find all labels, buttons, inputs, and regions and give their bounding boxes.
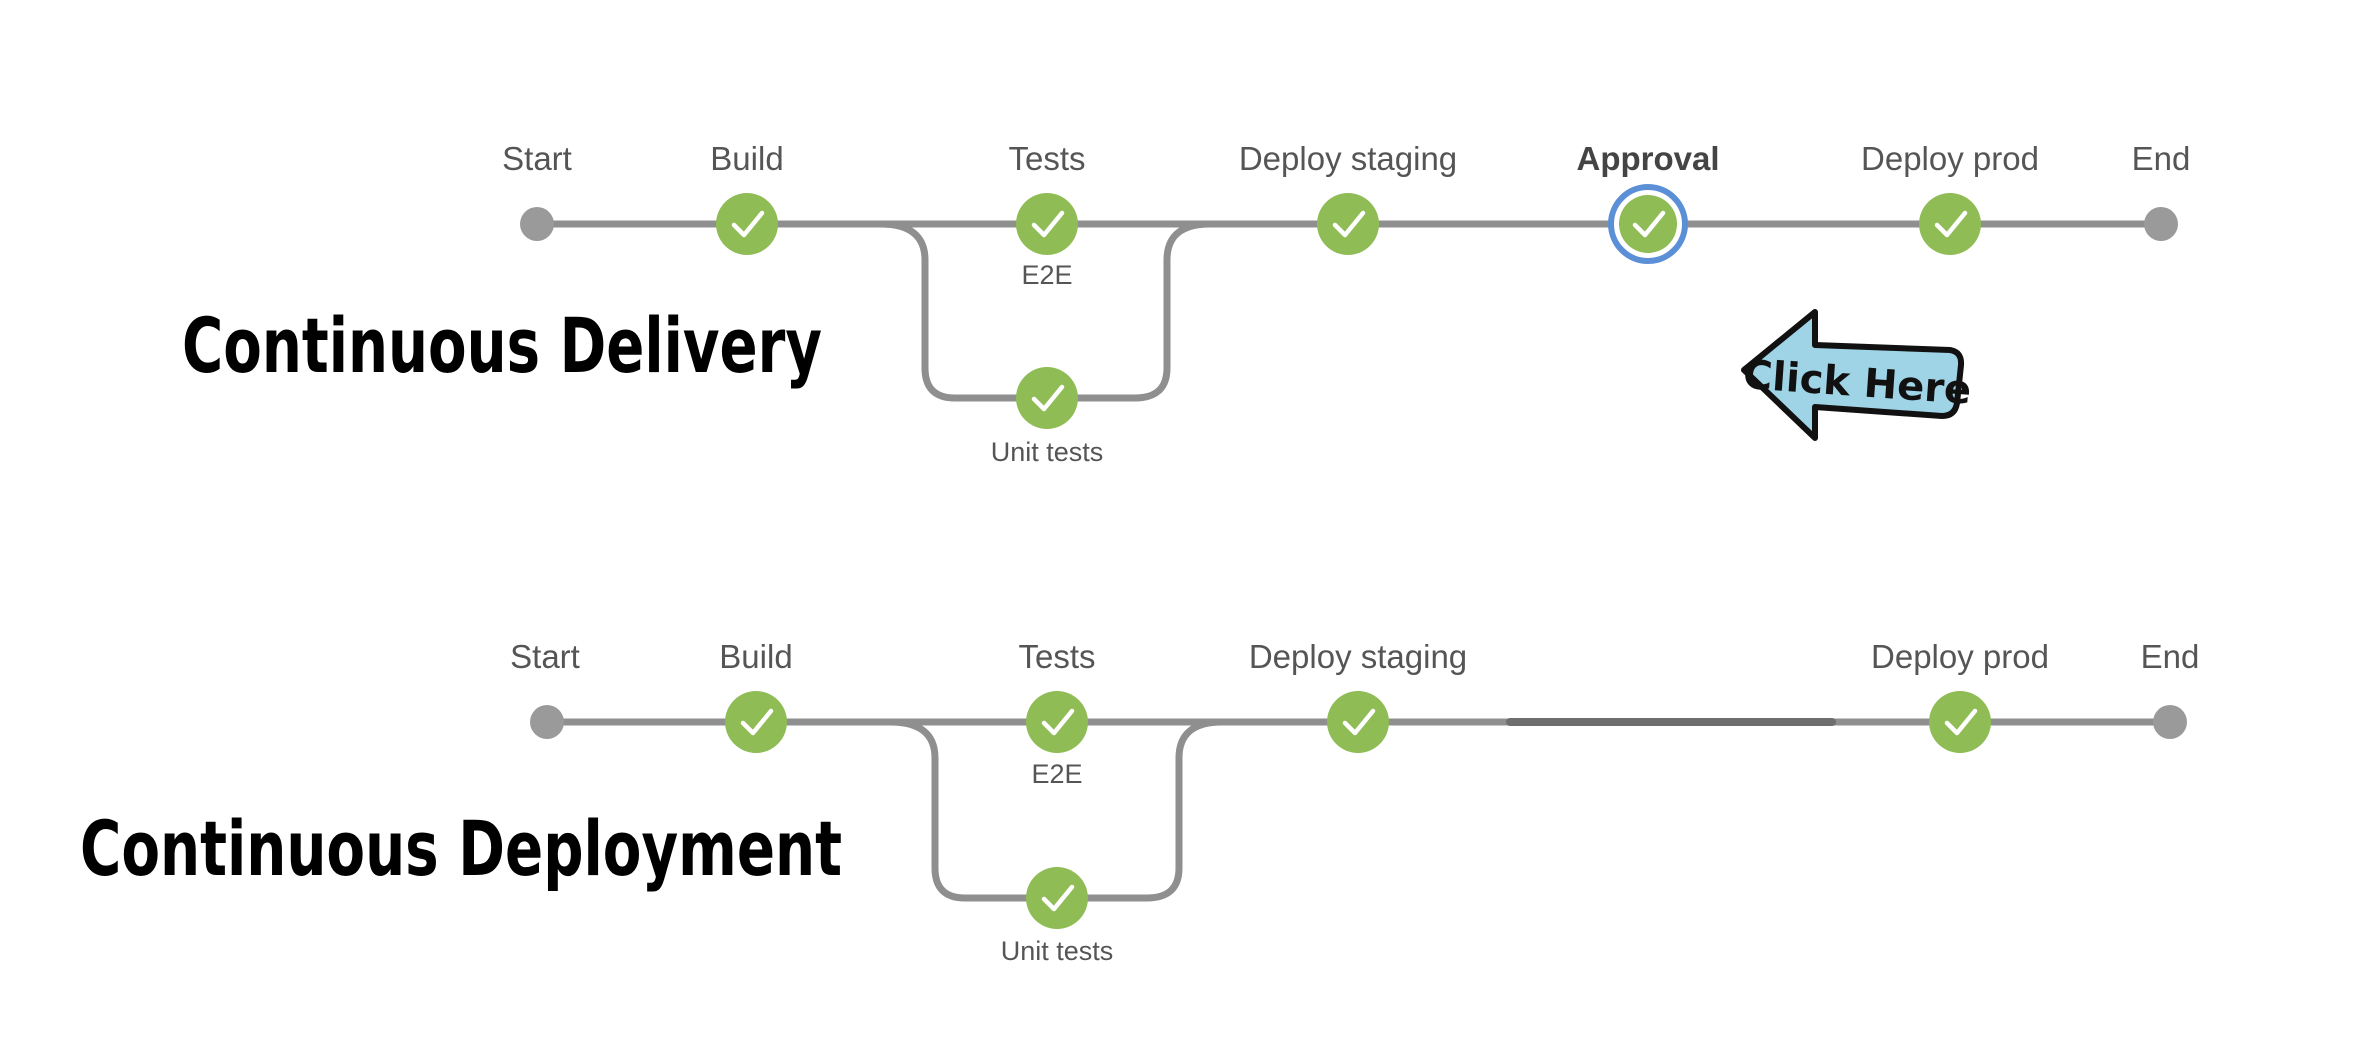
branch-label-e2e: E2E xyxy=(1031,759,1082,789)
stage-label-deploy-staging: Deploy staging xyxy=(1249,638,1467,675)
click-here-callout[interactable]: Click Here xyxy=(1741,309,1973,441)
pipeline-continuous-deployment: Start Build Tests Deploy staging Deploy … xyxy=(80,638,2199,966)
unit-tests-node[interactable] xyxy=(1026,867,1088,929)
approval-node[interactable] xyxy=(1608,184,1688,264)
stage-label-start: Start xyxy=(502,140,572,177)
e2e-node[interactable] xyxy=(1016,193,1078,255)
check-icon xyxy=(740,708,774,736)
branch-label-e2e: E2E xyxy=(1021,260,1072,290)
stage-label-tests: Tests xyxy=(1018,638,1095,675)
start-node xyxy=(530,705,564,739)
stage-label-start: Start xyxy=(510,638,580,675)
end-node xyxy=(2144,207,2178,241)
check-icon xyxy=(1944,708,1978,736)
pipeline-heading: Continuous Deployment xyxy=(80,804,842,893)
start-node xyxy=(520,207,554,241)
deploy-staging-node[interactable] xyxy=(1317,193,1379,255)
check-icon xyxy=(1632,210,1666,238)
pipeline-continuous-delivery: Start Build Tests Deploy staging Approva… xyxy=(182,140,2190,467)
check-icon xyxy=(1934,210,1968,238)
left-arrow-icon xyxy=(1741,309,1965,441)
stage-label-deploy-staging: Deploy staging xyxy=(1239,140,1457,177)
check-icon xyxy=(1342,708,1376,736)
check-icon xyxy=(1031,210,1065,238)
stage-label-build: Build xyxy=(710,140,783,177)
deploy-prod-node[interactable] xyxy=(1929,691,1991,753)
check-icon xyxy=(731,210,765,238)
check-icon xyxy=(1332,210,1366,238)
stage-label-end: End xyxy=(2132,140,2191,177)
unit-tests-node[interactable] xyxy=(1016,367,1078,429)
pipeline-heading: Continuous Delivery xyxy=(182,301,822,390)
stage-label-end: End xyxy=(2141,638,2200,675)
stage-label-deploy-prod: Deploy prod xyxy=(1861,140,2039,177)
branch-label-unit-tests: Unit tests xyxy=(991,437,1104,467)
deploy-staging-node[interactable] xyxy=(1327,691,1389,753)
deploy-prod-node[interactable] xyxy=(1919,193,1981,255)
check-icon xyxy=(1031,384,1065,412)
branch-label-unit-tests: Unit tests xyxy=(1001,936,1114,966)
check-icon xyxy=(1041,884,1075,912)
stage-label-tests: Tests xyxy=(1008,140,1085,177)
check-icon xyxy=(1041,708,1075,736)
stage-label-build: Build xyxy=(719,638,792,675)
build-node[interactable] xyxy=(716,193,778,255)
build-node[interactable] xyxy=(725,691,787,753)
e2e-node[interactable] xyxy=(1026,691,1088,753)
end-node xyxy=(2153,705,2187,739)
stage-label-approval: Approval xyxy=(1576,140,1719,177)
stage-label-deploy-prod: Deploy prod xyxy=(1871,638,2049,675)
